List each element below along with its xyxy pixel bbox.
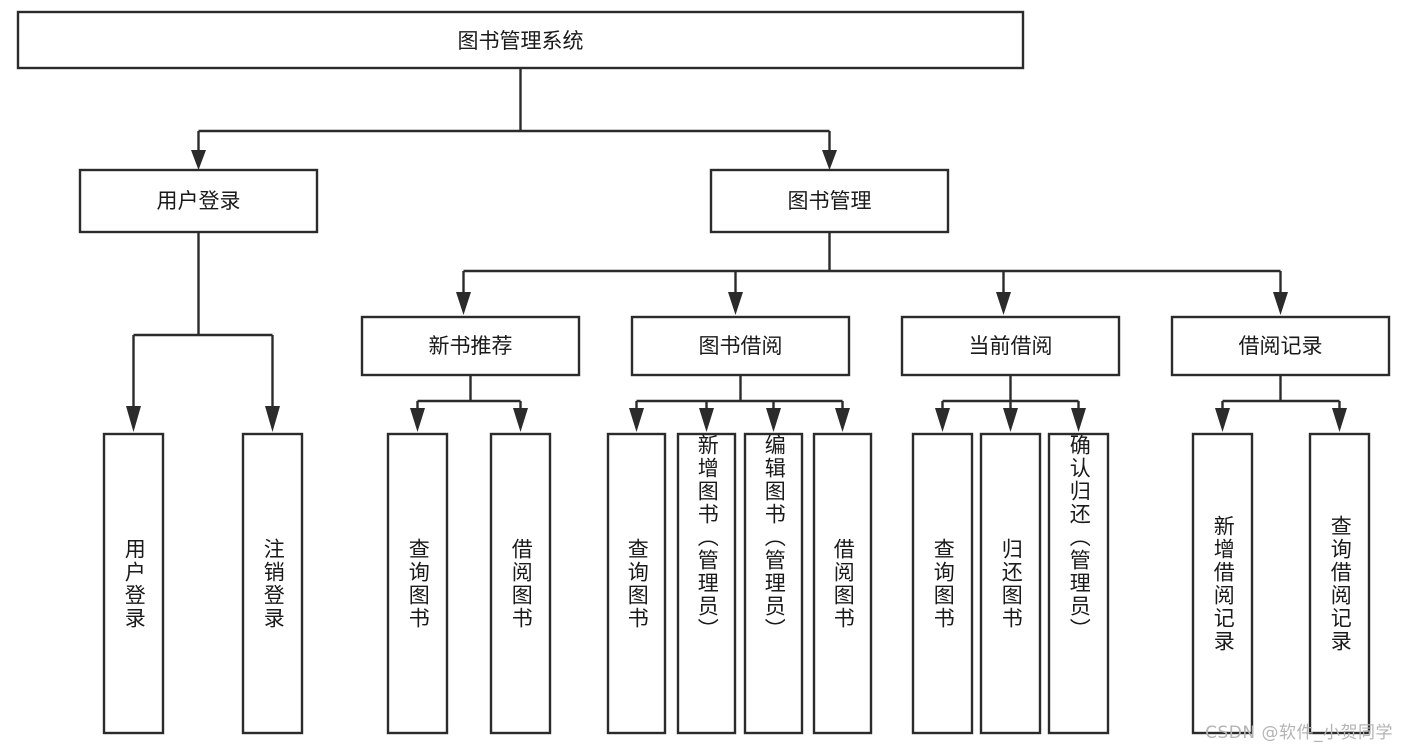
arrow-head-leaf-book-borrow-3 xyxy=(766,408,781,432)
node-current-borrow-label: 当前借阅 xyxy=(969,334,1053,358)
node-user-login-label: 用户登录 xyxy=(157,189,241,213)
arrow-head-leaf-borrow-record-1 xyxy=(1215,408,1230,432)
leaf-box-book-borrow-1[interactable] xyxy=(606,432,667,735)
leaf-box-book-borrow-3[interactable] xyxy=(743,432,804,735)
node-book-borrow-label: 图书借阅 xyxy=(699,334,783,358)
node-current-borrow-box[interactable] xyxy=(900,315,1121,377)
arrow-head-borrow-record xyxy=(1273,292,1288,315)
arrow-head-new-book xyxy=(456,292,471,315)
leaf-box-new-book-2[interactable] xyxy=(489,432,552,735)
leaf-box-current-borrow-2[interactable] xyxy=(979,432,1042,735)
arrow-head-leaf-borrow-record-2 xyxy=(1332,408,1347,432)
leaf-box-borrow-record-2[interactable] xyxy=(1308,432,1371,735)
arrow-head-leaf-book-borrow-1 xyxy=(629,408,644,432)
arrow-head-current-borrow xyxy=(996,292,1011,315)
node-root-box[interactable] xyxy=(16,10,1025,70)
arrow-head-book-manage xyxy=(822,150,837,170)
arrow-head-leaf-user-login-2 xyxy=(265,406,280,432)
arrow-head-leaf-new-book-2 xyxy=(513,408,528,432)
node-borrow-record-box[interactable] xyxy=(1170,315,1391,377)
arrow-head-user-login xyxy=(191,150,206,170)
node-book-manage-label: 图书管理 xyxy=(788,189,872,213)
leaf-box-book-borrow-2[interactable] xyxy=(676,432,737,735)
arrow-head-leaf-current-borrow-1 xyxy=(935,408,950,432)
node-root-label: 图书管理系统 xyxy=(458,29,584,53)
arrow-head-leaf-user-login-1 xyxy=(126,406,141,432)
node-book-borrow-box[interactable] xyxy=(630,315,851,377)
leaf-box-current-borrow-3[interactable] xyxy=(1047,432,1110,735)
arrow-head-leaf-new-book-1 xyxy=(410,408,425,432)
leaf-box-borrow-record-1[interactable] xyxy=(1191,432,1254,735)
connector-layer xyxy=(126,68,1347,432)
arrow-head-leaf-book-borrow-4 xyxy=(835,408,850,432)
leaf-box-current-borrow-1[interactable] xyxy=(911,432,974,735)
node-new-book-label: 新书推荐 xyxy=(429,334,513,358)
arrow-head-leaf-book-borrow-2 xyxy=(699,408,714,432)
node-borrow-record-label: 借阅记录 xyxy=(1239,334,1323,358)
arrow-head-leaf-current-borrow-2 xyxy=(1003,408,1018,432)
leaf-box-user-login-1[interactable] xyxy=(102,432,165,735)
node-user-login-box[interactable] xyxy=(78,168,319,234)
node-book-manage-box[interactable] xyxy=(709,168,950,234)
arrow-head-book-borrow xyxy=(728,292,743,315)
arrow-head-leaf-current-borrow-3 xyxy=(1071,408,1086,432)
leaf-box-user-login-2[interactable] xyxy=(241,432,304,735)
node-layer: 图书管理系统 用户登录 图书管理 新书推荐 图书借阅 当前借阅 借阅记录 xyxy=(16,10,1391,735)
leaf-box-book-borrow-4[interactable] xyxy=(812,432,873,735)
leaf-box-new-book-1[interactable] xyxy=(386,432,449,735)
node-new-book-box[interactable] xyxy=(360,315,581,377)
